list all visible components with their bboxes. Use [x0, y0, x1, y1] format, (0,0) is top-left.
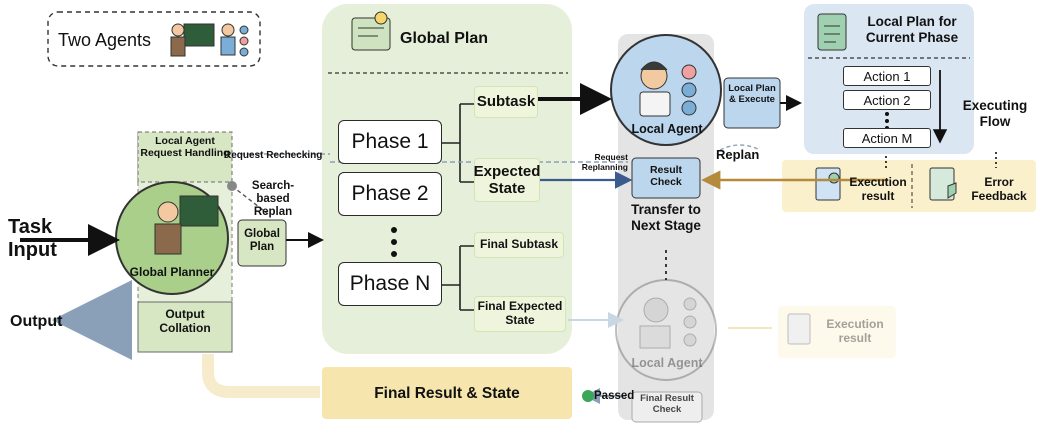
phase-n-box: Phase N — [338, 262, 442, 306]
local-agent-avatar-icon — [639, 61, 697, 117]
execution-result-icon — [815, 167, 841, 201]
request-handling-label: Local Agent Request Handling — [140, 135, 230, 160]
action-1-box: Action 1 — [843, 66, 931, 86]
faded-local-agent — [615, 279, 717, 381]
execution-result-label: Execution result — [849, 175, 907, 203]
result-check-label: Result Check — [649, 164, 683, 189]
faded-execution-result-label: Execution result — [826, 317, 884, 345]
final-subtask-tag: Final Subtask — [474, 232, 564, 258]
subtask-tag: Subtask — [474, 86, 538, 118]
action-2-box: Action 2 — [843, 90, 931, 110]
final-result-check-label: Final Result Check — [640, 393, 694, 415]
final-result-bar — [322, 367, 572, 419]
final-result-check-box — [631, 391, 703, 423]
passed-label: Passed — [594, 390, 635, 402]
request-handling-box — [137, 131, 233, 183]
global-plan-title: Global Plan — [400, 30, 489, 47]
request-replanning-label: Request Replanning — [581, 152, 628, 172]
action-m-box: Action M — [843, 128, 931, 148]
global-planner-avatar-icon — [154, 195, 219, 255]
agent-person-icon — [220, 23, 249, 57]
phaseN-bracket — [442, 245, 474, 311]
clipboard-icon — [817, 13, 847, 51]
phase1-bracket — [442, 103, 474, 183]
replan-label: Replan — [716, 147, 760, 162]
local-plan-title: Local Plan for Current Phase — [865, 14, 959, 45]
expected-state-tag: Expected State — [474, 158, 540, 202]
local-agent-label: Local Agent — [631, 122, 703, 136]
phase-1-box: Phase 1 — [338, 120, 442, 164]
search-magnifier-icon — [227, 181, 237, 191]
search-replan-label: Search-based Replan — [251, 180, 295, 219]
faded-execution-result-box — [778, 306, 896, 358]
request-rechecking-label: Request Rechecking — [224, 150, 323, 161]
output-collation-label: Output Collation — [159, 307, 211, 335]
global-plan-tag-label: Global Plan — [244, 228, 280, 254]
replan-arrow — [719, 144, 761, 151]
transfer-label: Transfer to Next Stage — [631, 202, 701, 233]
legend-box — [47, 11, 261, 67]
local-plan-execute-label: Local Plan & Execute — [728, 83, 776, 105]
global-plan-tag-box — [237, 219, 287, 267]
planner-person-icon — [170, 23, 215, 57]
output-collation-box — [137, 301, 233, 353]
phase-ellipsis-dots — [391, 227, 397, 257]
global-planner-label: Global Planner — [129, 265, 215, 279]
error-feedback-icon — [929, 167, 957, 201]
task-input-label: Task Input — [8, 216, 57, 261]
phase-2-box: Phase 2 — [338, 172, 442, 216]
output-label: Output — [10, 313, 63, 330]
blueprint-icon — [351, 11, 391, 51]
final-expected-state-tag: Final Expected State — [474, 296, 566, 332]
faded-local-agent-label: Local Agent — [631, 356, 703, 370]
executing-flow-label: Executing Flow — [962, 98, 1028, 129]
passed-check-icon — [582, 390, 594, 402]
final-result-state-label: Final Result & State — [374, 385, 520, 402]
feedback-panel — [782, 160, 1036, 212]
final-result-return-arrow — [202, 354, 320, 398]
legend-title: Two Agents — [58, 30, 152, 50]
error-feedback-label: Error Feedback — [971, 175, 1027, 203]
